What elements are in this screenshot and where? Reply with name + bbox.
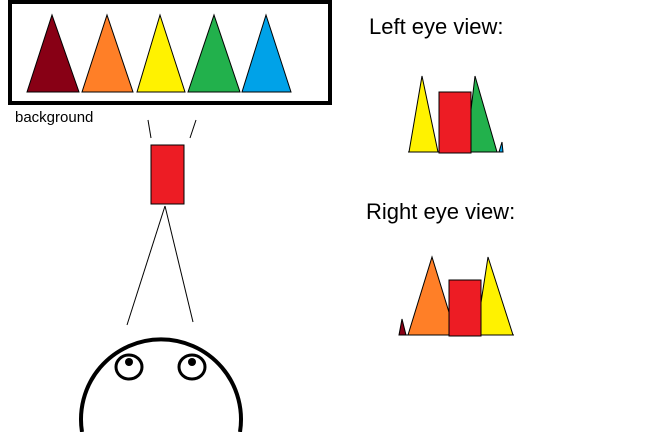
right-view-red-object	[448, 279, 482, 337]
orange-triangle	[81, 13, 134, 93]
right-view-dark-red-sliver	[398, 318, 407, 336]
left-eye-view-title: Left eye view:	[369, 14, 504, 39]
background-label: background	[15, 109, 94, 126]
sight-line-right-near	[164, 205, 194, 323]
green-triangle	[187, 13, 241, 93]
left-view-blue-sliver	[498, 141, 504, 153]
dark-red-triangle	[26, 13, 80, 93]
right-pupil	[188, 358, 196, 366]
blue-triangle	[241, 13, 292, 93]
head	[79, 337, 243, 432]
left-pupil	[125, 358, 133, 366]
red-object	[150, 144, 185, 205]
sight-line-left-far	[147, 119, 152, 139]
right-eye-view	[398, 255, 514, 337]
sight-line-left-near	[126, 205, 166, 326]
right-view-yellow-triangle	[475, 256, 514, 336]
left-eye-view	[408, 75, 504, 154]
left-eye	[114, 353, 144, 381]
right-eye-view-title: Right eye view:	[366, 199, 516, 224]
sight-line-right-far	[189, 119, 197, 139]
left-view-red-object	[438, 91, 472, 154]
yellow-triangle	[136, 13, 186, 93]
left-view-yellow-triangle	[408, 75, 439, 153]
right-eye	[177, 353, 207, 381]
